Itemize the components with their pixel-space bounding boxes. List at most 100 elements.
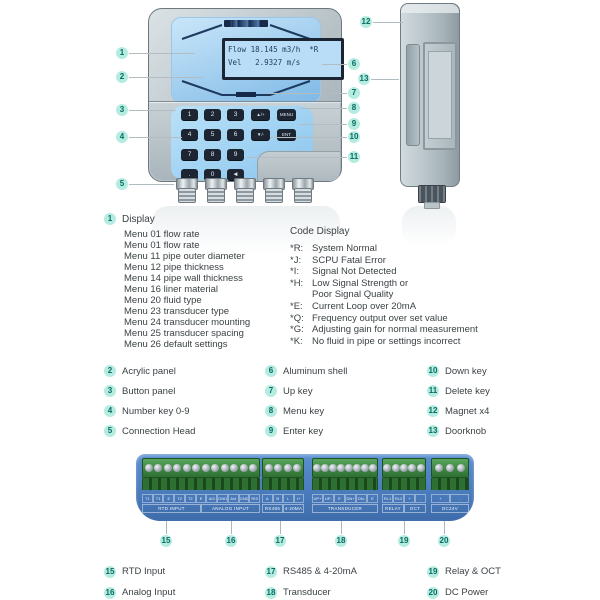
terminal-screw xyxy=(399,464,408,472)
terminal-group-label: DC24V xyxy=(431,504,469,513)
terminal-group-row: TRANSDUCER xyxy=(312,504,378,513)
parts-legend-col3: 10 Down key 11 Delete key 12 Magnet x4 1… xyxy=(427,361,490,441)
legend-item: 16 Analog Input xyxy=(104,582,175,600)
number-key-4: 4 xyxy=(181,129,198,140)
number-key-.: . xyxy=(181,169,198,180)
cable-gland xyxy=(236,188,254,203)
callout-19: 19 xyxy=(398,535,410,547)
legend-label: Menu key xyxy=(283,405,325,417)
menu-item: Menu 16 liner material xyxy=(124,284,218,295)
callout-number: 10 xyxy=(427,365,439,377)
callout-number: 17 xyxy=(265,565,277,578)
terminal-screw xyxy=(361,464,369,472)
legend-item: 8 Menu key xyxy=(265,401,347,421)
terminal-label: E xyxy=(163,494,175,503)
terminal-label: UP+ xyxy=(312,494,323,503)
menu-item: Menu 24 transducer mounting xyxy=(124,317,251,328)
legend-label: Button panel xyxy=(122,385,176,397)
terminal-label: - xyxy=(415,494,426,503)
code-row: *H: Low Signal Strength or xyxy=(290,278,478,290)
callout-17: 17 xyxy=(274,535,286,547)
number-key-8: 8 xyxy=(204,149,221,160)
callout-8: 8 xyxy=(348,102,360,114)
panel-decoration xyxy=(181,24,311,97)
terminal-label: AI4 xyxy=(227,494,239,503)
terminal-screw-deck xyxy=(382,458,426,478)
code-symbol: *J: xyxy=(290,254,302,266)
terminal-label: GND xyxy=(217,494,228,503)
callout-number: 13 xyxy=(427,425,439,437)
terminal-teeth xyxy=(312,478,378,490)
terminal-legend-col2: 17 RS485 & 4-20mA 18 Transducer xyxy=(265,561,357,600)
number-key-6: 6 xyxy=(227,129,244,140)
parts-legend-col2: 6 Aluminum shell 7 Up key 8 Menu key 9 E… xyxy=(265,361,347,441)
legend-label: Enter key xyxy=(283,425,324,437)
terminal-group-label: TRANSDUCER xyxy=(312,504,378,513)
terminal-label: AI3 xyxy=(206,494,218,503)
side-recess-panel xyxy=(423,42,457,150)
code-description: Signal Not Detected xyxy=(312,266,397,278)
callout-number: 2 xyxy=(104,365,116,377)
legend-label: Acrylic panel xyxy=(122,365,176,377)
code-description: Current Loop over 20mA xyxy=(312,300,417,312)
terminal-label: I- xyxy=(283,494,294,503)
lcd-display: Flow 18.145 m3/h *R Vel 2.9327 m/s xyxy=(222,38,344,80)
terminal-screw xyxy=(313,464,321,472)
code-symbol: *K: xyxy=(290,335,303,347)
leader-line xyxy=(371,79,399,80)
callout-16: 16 xyxy=(225,535,237,547)
device-reflection xyxy=(152,206,340,254)
terminal-screw xyxy=(201,464,210,472)
leader-line xyxy=(129,53,195,54)
menu-item: Menu 20 fluid type xyxy=(124,295,202,306)
legend-item: 18 Transducer xyxy=(265,582,357,600)
terminal-label: - xyxy=(450,494,469,503)
terminal-screw xyxy=(154,464,163,472)
code-description: Low Signal Strength or xyxy=(312,277,409,289)
legend-item: 17 RS485 & 4-20mA xyxy=(265,561,357,582)
terminal-screw xyxy=(230,464,239,472)
callout-number: 4 xyxy=(104,405,116,417)
callout-number: 12 xyxy=(427,405,439,417)
shell-notch xyxy=(257,151,340,181)
code-row: *E: Current Loop over 20mA xyxy=(290,301,478,313)
terminal-screw xyxy=(264,464,273,472)
lcd-line-1: Flow 18.145 m3/h *R xyxy=(228,45,319,54)
leader-line xyxy=(373,22,403,23)
terminal-group-label: RTD INPUT xyxy=(142,504,201,513)
terminal-group-row: DC24V xyxy=(431,504,469,513)
code-description: No fluid in pipe or settings incorrect xyxy=(312,335,461,347)
leader-line xyxy=(247,157,347,158)
callout-5: 5 xyxy=(116,178,128,190)
leader-line xyxy=(341,521,342,534)
callout-number: 6 xyxy=(265,365,277,377)
code-symbol: *E: xyxy=(290,300,303,312)
callout-2: 2 xyxy=(116,71,128,83)
callout-number: 15 xyxy=(104,565,116,578)
legend-label: DC Power xyxy=(445,587,489,598)
code-row: Poor Signal Quality xyxy=(290,289,478,301)
terminal-label: RIS xyxy=(249,494,261,503)
terminal-label: DN+ xyxy=(345,494,356,503)
side-connector xyxy=(418,185,446,203)
leader-line xyxy=(300,124,347,125)
flow-meter-front-view: Flow 18.145 m3/h *R Vel 2.9327 m/s ▲/+ M… xyxy=(148,8,344,182)
leader-line xyxy=(280,521,281,534)
callout-11: 11 xyxy=(348,151,360,163)
callout-4: 4 xyxy=(116,131,128,143)
code-description: Poor Signal Quality xyxy=(312,289,394,301)
terminal-screw xyxy=(173,464,182,472)
legend-item: 7 Up key xyxy=(265,381,347,401)
down-key: ▼/- xyxy=(251,129,270,140)
callout-10: 10 xyxy=(348,131,360,143)
legend-label: Transducer xyxy=(283,587,331,598)
code-row: *R: System Normal xyxy=(290,243,478,255)
code-description: System Normal xyxy=(312,243,377,254)
terminal-screw-deck xyxy=(142,458,260,478)
legend-item: 5 Connection Head xyxy=(104,421,195,441)
code-legend-title: Code Display xyxy=(290,226,350,237)
callout-13: 13 xyxy=(358,73,370,85)
code-symbol: *G: xyxy=(290,324,304,336)
